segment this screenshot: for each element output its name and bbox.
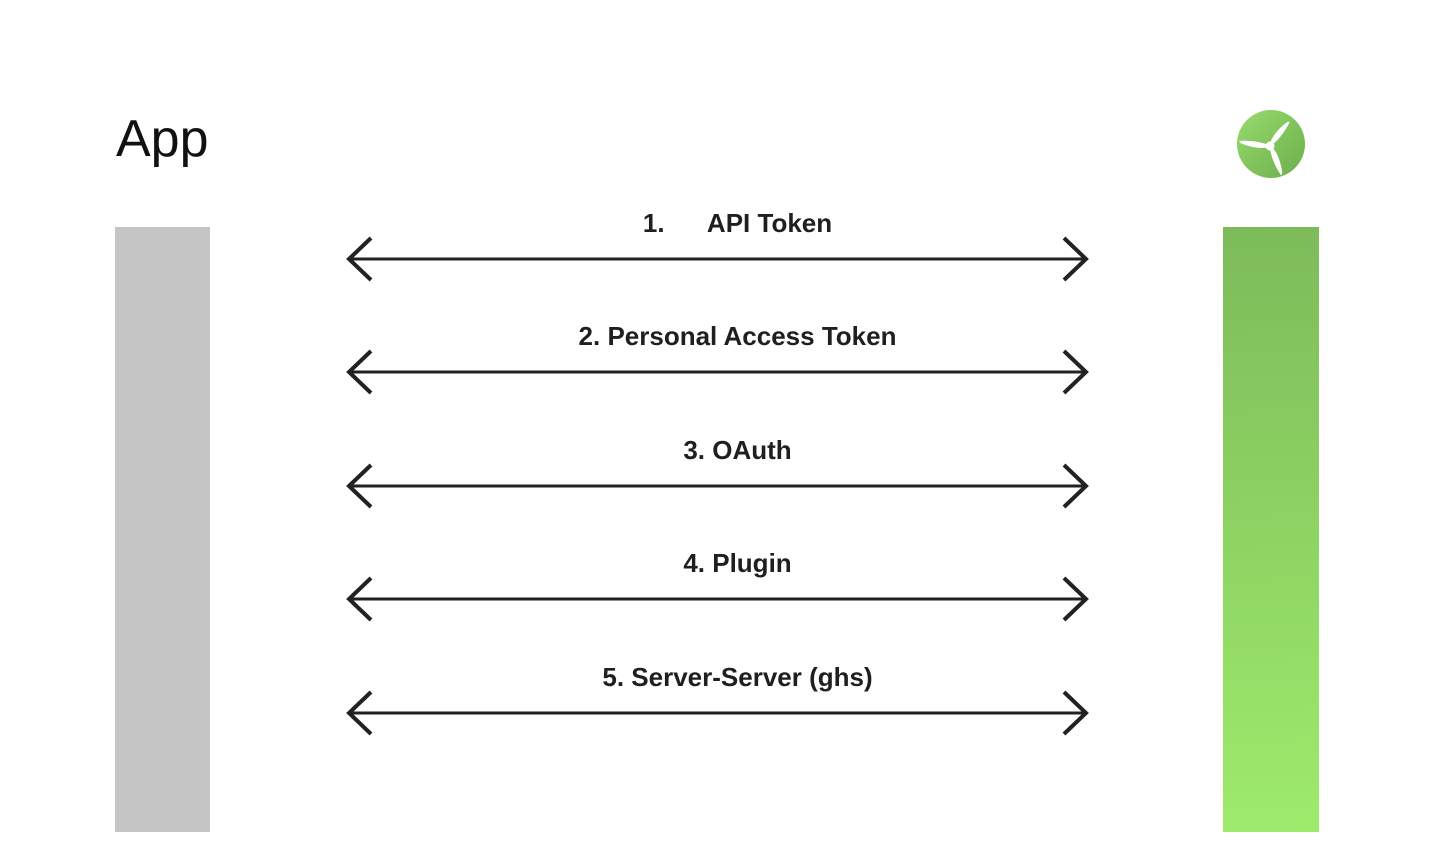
connection-label-5: 5. Server-Server (ghs) xyxy=(602,662,873,692)
bidirectional-arrow-2 xyxy=(346,349,1089,395)
connection-label-3: 3. OAuth xyxy=(683,435,792,465)
bidirectional-arrow-3 xyxy=(346,463,1089,509)
app-title: App xyxy=(116,110,209,168)
turbine-icon xyxy=(1237,110,1305,178)
connection-label-4: 4. Plugin xyxy=(683,548,792,578)
bidirectional-arrow-1 xyxy=(346,236,1089,282)
app-lifeline-bar xyxy=(115,227,210,832)
connection-label-1: 1. API Token xyxy=(642,208,833,238)
bidirectional-arrow-5 xyxy=(346,690,1089,736)
bidirectional-arrow-4 xyxy=(346,576,1089,622)
connection-label-2: 2. Personal Access Token xyxy=(578,321,897,351)
service-lifeline-bar xyxy=(1223,227,1319,832)
turbine-icon-svg xyxy=(1237,110,1305,178)
